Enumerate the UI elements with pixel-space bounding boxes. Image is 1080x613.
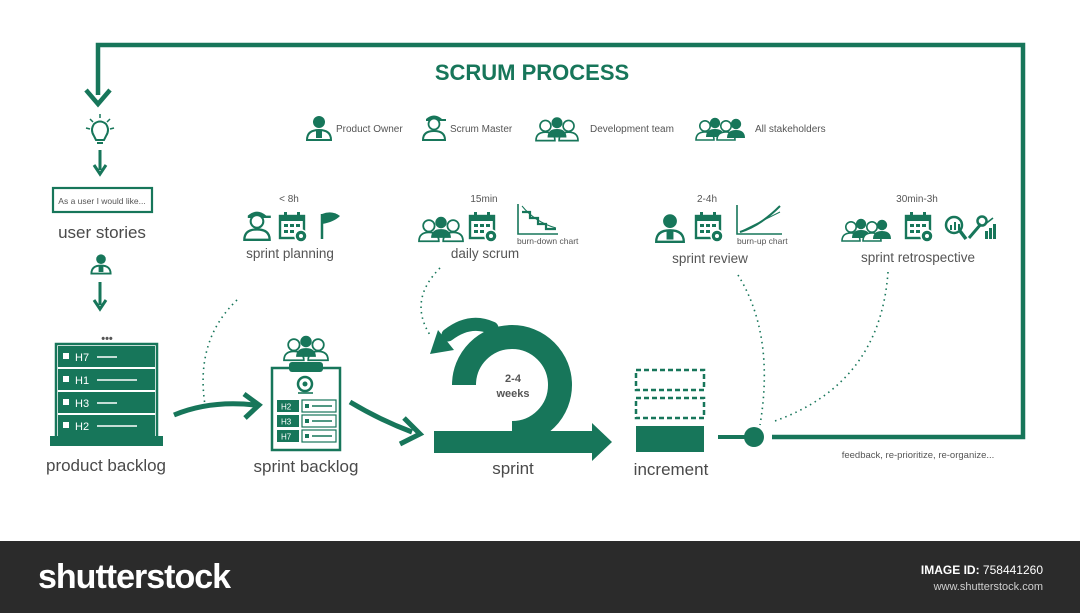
sprint-cycle-icon: [430, 317, 612, 461]
calendar-icon: [278, 210, 309, 244]
sprint-backlog-item-label: H3: [281, 418, 292, 427]
product-backlog-label: product backlog: [46, 456, 166, 475]
magnifier-chart-icon: [944, 215, 968, 241]
arrow-to-sprint: [348, 399, 413, 435]
product-backlog-item: H2: [58, 415, 155, 436]
burn-up-chart-icon: [736, 205, 782, 235]
all-stakeholders-icon: [841, 218, 891, 242]
scrum-master-icon: [421, 115, 447, 141]
product-backlog-item-label: H2: [75, 421, 89, 433]
sprint-backlog-item: H7: [277, 429, 337, 443]
all-stakeholders-icon: [695, 117, 745, 141]
sprint-duration-number: 2-4: [505, 373, 522, 385]
feedback-loop-line: [95, 42, 1026, 440]
product-backlog-item-label: H1: [75, 375, 89, 387]
growth-chart-icon: [983, 217, 996, 239]
image-id-value: 758441260: [982, 563, 1043, 577]
daily-scrum-label: daily scrum: [451, 246, 519, 261]
site-url[interactable]: www.shutterstock.com: [933, 581, 1043, 593]
feedback-text: feedback, re-prioritize, re-organize...: [842, 450, 995, 461]
calendar-icon: [904, 210, 935, 244]
scrum-process-diagram: SCRUM PROCESS Product Owner Scrum Master…: [46, 42, 1026, 479]
daily-scrum-time: 15min: [470, 194, 497, 205]
product-owner-icon: [305, 116, 333, 141]
user-story-box: [51, 186, 154, 214]
sprint-review-time: 2-4h: [697, 194, 717, 205]
burn-up-chart-label: burn-up chart: [737, 236, 788, 246]
feedback-arrow-head: [84, 88, 112, 108]
development-team-icon: [536, 117, 578, 140]
lightbulb-icon: [85, 114, 115, 144]
retrospective-dotted-link: [771, 271, 889, 423]
sprint-planning-label: sprint planning: [246, 246, 334, 261]
user-story-box-text: As a user I would like...: [58, 196, 145, 206]
sprint-backlog-item: H3: [277, 414, 337, 428]
image-id: IMAGE ID: 758441260: [921, 563, 1043, 577]
product-owner-icon: [655, 214, 685, 243]
increment-label: increment: [634, 460, 709, 479]
daily-scrum-dotted-link: [420, 267, 441, 336]
legend-scrum-master: Scrum Master: [450, 124, 513, 135]
shutterstock-logo[interactable]: shutterstock: [38, 558, 231, 596]
diagram-canvas: SCRUM PROCESS Product Owner Scrum Master…: [45, 42, 1026, 479]
review-dotted-link: [737, 274, 766, 426]
sprint-retrospective-label: sprint retrospective: [861, 250, 975, 265]
page-title: SCRUM PROCESS: [435, 60, 629, 85]
product-backlog-item: H7: [58, 346, 155, 367]
sprint-duration-unit: weeks: [495, 388, 529, 400]
burn-down-chart-icon: [517, 204, 558, 235]
calendar-icon: [468, 210, 499, 244]
product-owner-small-icon: [90, 254, 112, 275]
sprint-backlog-label: sprint backlog: [254, 457, 359, 476]
legend-all-stakeholders: All stakeholders: [755, 124, 826, 135]
product-backlog-item: H3: [58, 392, 155, 413]
sprint-label: sprint: [492, 459, 534, 478]
burn-down-chart-label: burn-down chart: [517, 236, 579, 246]
sprint-retrospective-time: 30min-3h: [896, 194, 938, 205]
sprint-planning-time: < 8h: [279, 194, 299, 205]
planning-dotted-link: [202, 299, 238, 406]
increment-node: [744, 427, 764, 447]
calendar-icon: [694, 210, 725, 244]
arrow-to-sprint-backlog: [173, 401, 256, 418]
target-icon: [296, 375, 314, 394]
scrum-master-icon: [243, 211, 271, 241]
product-backlog-item-label: H3: [75, 398, 89, 410]
image-id-label: IMAGE ID:: [920, 563, 980, 577]
increment-stack: [634, 368, 706, 452]
sprint-backlog-item: H2: [277, 399, 337, 413]
sprint-backlog-item-label: H2: [281, 403, 292, 412]
legend-product-owner: Product Owner: [336, 124, 403, 135]
development-team-icon: [284, 336, 328, 360]
sprint-backlog-item-label: H7: [281, 433, 292, 442]
development-team-icon: [419, 217, 463, 241]
user-stories-label: user stories: [58, 223, 146, 242]
tools-icon: [967, 215, 988, 239]
product-backlog-item: H1: [58, 369, 155, 390]
legend: Product Owner Scrum Master Development t…: [305, 115, 826, 141]
sprint-review-label: sprint review: [672, 251, 748, 266]
footer-bar: shutterstock IMAGE ID: 758441260 www.shu…: [0, 541, 1080, 613]
legend-development-team: Development team: [590, 124, 674, 135]
flag-icon: [320, 212, 340, 239]
backlog-more-dots: •••: [101, 333, 113, 345]
product-backlog-item-label: H7: [75, 352, 89, 364]
